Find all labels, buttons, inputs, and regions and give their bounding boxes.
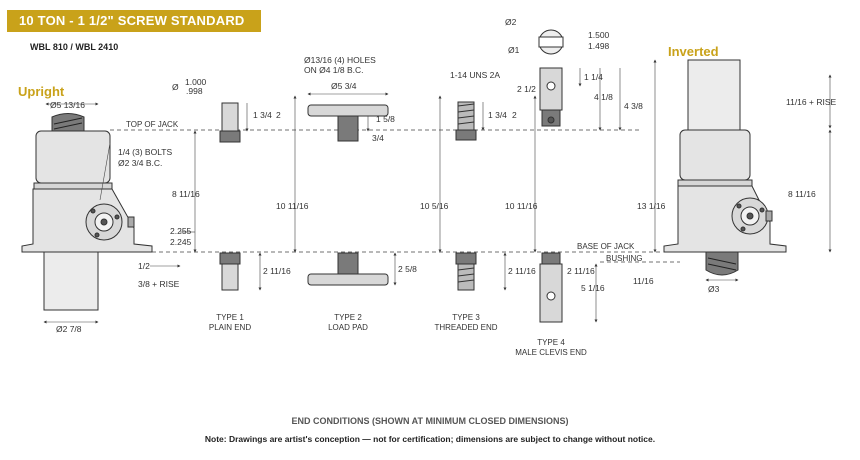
dim-2255: 2.255 bbox=[170, 226, 192, 236]
inverted-label: Inverted bbox=[668, 44, 719, 59]
dim-t3-134: 1 3/4 bbox=[488, 110, 507, 120]
type2-load-pad bbox=[307, 104, 389, 286]
dim-t4-212: 2 1/2 bbox=[517, 84, 536, 94]
dim-h-131116: 13 1/16 bbox=[637, 201, 666, 211]
upright-housing-top bbox=[35, 130, 111, 184]
upright-screw-tube bbox=[43, 251, 99, 311]
type1-top-pin bbox=[221, 102, 239, 132]
reference-lines bbox=[110, 129, 680, 263]
dim-phi: Ø bbox=[172, 82, 179, 92]
type3-name: TYPE 3 bbox=[452, 313, 480, 322]
footer-title: END CONDITIONS (SHOWN AT MINIMUM CLOSED … bbox=[291, 416, 569, 426]
dim-t4-438: 4 3/8 bbox=[624, 101, 643, 111]
upright-screw-top bbox=[51, 113, 85, 132]
upright-label: Upright bbox=[18, 84, 65, 99]
dim-b4-5116: 5 1/16 bbox=[581, 283, 605, 293]
label-top-of-jack: TOP OF JACK bbox=[126, 120, 179, 129]
dim-top-dia: Ø5 13/16 bbox=[50, 100, 85, 110]
dim-b3: 2 11/16 bbox=[508, 266, 536, 276]
upright-housing-band bbox=[33, 182, 113, 190]
dim-pad-dia: Ø5 3/4 bbox=[331, 81, 357, 91]
dim-h-10516: 10 5/16 bbox=[420, 201, 449, 211]
dim-bot-dia: Ø2 7/8 bbox=[56, 324, 82, 334]
dim-rise-l: 3/8 + RISE bbox=[138, 279, 180, 289]
label-holes-1: Ø13/16 (4) HOLES bbox=[304, 55, 376, 65]
dim-b2: 2 5/8 bbox=[398, 264, 417, 274]
dim-t4-114: 1 1/4 bbox=[584, 72, 603, 82]
dim-t3-2: 2 bbox=[512, 110, 517, 120]
title-bar: 10 TON - 1 1/2" SCREW STANDARD bbox=[7, 10, 261, 32]
inverted-screw-end bbox=[705, 251, 739, 276]
type3-threaded-end bbox=[455, 101, 477, 291]
type2-bottom-pad bbox=[307, 273, 389, 286]
upright-jack bbox=[21, 113, 153, 311]
dim-rise-r: 11/16 + RISE bbox=[786, 97, 836, 107]
dim-t2-34: 3/4 bbox=[372, 133, 384, 143]
dim-h-81116r: 8 11/16 bbox=[788, 189, 816, 199]
label-base-of-jack: BASE OF JACK bbox=[577, 242, 635, 251]
type2-name: TYPE 2 bbox=[334, 313, 362, 322]
inverted-housing-top bbox=[679, 129, 751, 181]
dim-2245: 2.245 bbox=[170, 237, 192, 247]
dim-h-101116: 10 11/16 bbox=[276, 201, 309, 211]
type1-desc: PLAIN END bbox=[209, 323, 251, 332]
dim-r-1116: 11/16 bbox=[633, 276, 654, 286]
dim-b4: 2 11/16 bbox=[567, 266, 595, 276]
type1-name: TYPE 1 bbox=[216, 313, 244, 322]
dim-t1-134: 1 3/4 bbox=[253, 110, 272, 120]
footer-note: Note: Drawings are artist's conception —… bbox=[204, 434, 656, 444]
label-bolts-2: Ø2 3/4 B.C. bbox=[118, 158, 162, 168]
inverted-screw-tube bbox=[687, 59, 741, 131]
dim-h-101116b: 10 11/16 bbox=[505, 201, 538, 211]
type1-plain-end bbox=[219, 102, 241, 291]
dim-998: .998 bbox=[186, 86, 203, 96]
model-numbers: WBL 810 / WBL 2410 bbox=[30, 42, 119, 52]
dim-t1-2: 2 bbox=[276, 110, 281, 120]
dim-h-81116: 8 11/16 bbox=[172, 189, 200, 199]
type4-clevis-end bbox=[538, 29, 564, 323]
type-captions: TYPE 1 PLAIN END TYPE 2 LOAD PAD TYPE 3 … bbox=[209, 313, 587, 357]
label-holes-2: ON Ø4 1/8 B.C. bbox=[304, 65, 364, 75]
drawing-title: 10 TON - 1 1/2" SCREW STANDARD bbox=[19, 13, 245, 28]
label-bolts-1: 1/4 (3) BOLTS bbox=[118, 147, 172, 157]
type1-bottom-pin bbox=[221, 263, 239, 291]
type3-desc: THREADED END bbox=[434, 323, 497, 332]
dim-r-d3: Ø3 bbox=[708, 284, 720, 294]
type3-bottom-thread bbox=[457, 263, 475, 291]
dim-b1: 2 11/16 bbox=[263, 266, 291, 276]
type4-desc: MALE CLEVIS END bbox=[515, 348, 587, 357]
inverted-jack bbox=[663, 59, 787, 276]
dimension-lines bbox=[43, 59, 832, 324]
type4-name: TYPE 4 bbox=[537, 338, 565, 347]
dimension-text: 1.000 Ø .998 Ø5 13/16 Ø13/16 (4) HOLES O… bbox=[50, 17, 836, 334]
dim-d1: Ø1 bbox=[508, 45, 520, 55]
dim-half: 1/2 bbox=[138, 261, 150, 271]
dim-1498: 1.498 bbox=[588, 41, 610, 51]
dim-t2-158: 1 5/8 bbox=[376, 114, 395, 124]
dim-d2: Ø2 bbox=[505, 17, 517, 27]
label-thread: 1-14 UNS 2A bbox=[450, 70, 500, 80]
label-bushing: BUSHING bbox=[606, 254, 642, 263]
type2-desc: LOAD PAD bbox=[328, 323, 368, 332]
dim-1500: 1.500 bbox=[588, 30, 610, 40]
dim-1000: 1.000 bbox=[185, 77, 207, 87]
dim-t4-418: 4 1/8 bbox=[594, 92, 613, 102]
